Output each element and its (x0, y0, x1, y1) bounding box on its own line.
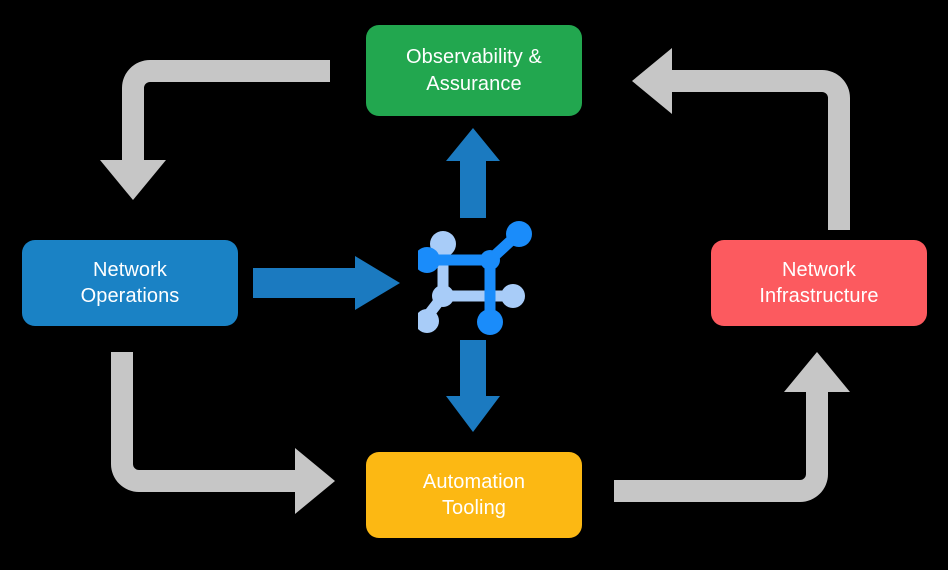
node-network-infrastructure[interactable]: Network Infrastructure (711, 240, 927, 326)
cycle-arrow-infrastructure-to-observability (632, 48, 850, 230)
accent-arrow-center-to-automation (446, 340, 500, 432)
accent-arrow-operations-to-center (253, 256, 400, 310)
accent-arrow-center-to-observability (446, 128, 500, 218)
topology-primary-nodes (418, 221, 532, 335)
topology-secondary-nodes (418, 231, 525, 333)
cycle-arrow-observability-to-operations (100, 60, 330, 200)
node-observability-assurance[interactable]: Observability & Assurance (366, 25, 582, 116)
node-automation-tooling[interactable]: Automation Tooling (366, 452, 582, 538)
network-topology-icon (418, 221, 532, 335)
cycle-arrow-operations-to-automation (111, 352, 335, 514)
node-network-operations[interactable]: Network Operations (22, 240, 238, 326)
cycle-arrow-automation-to-infrastructure (614, 352, 850, 502)
